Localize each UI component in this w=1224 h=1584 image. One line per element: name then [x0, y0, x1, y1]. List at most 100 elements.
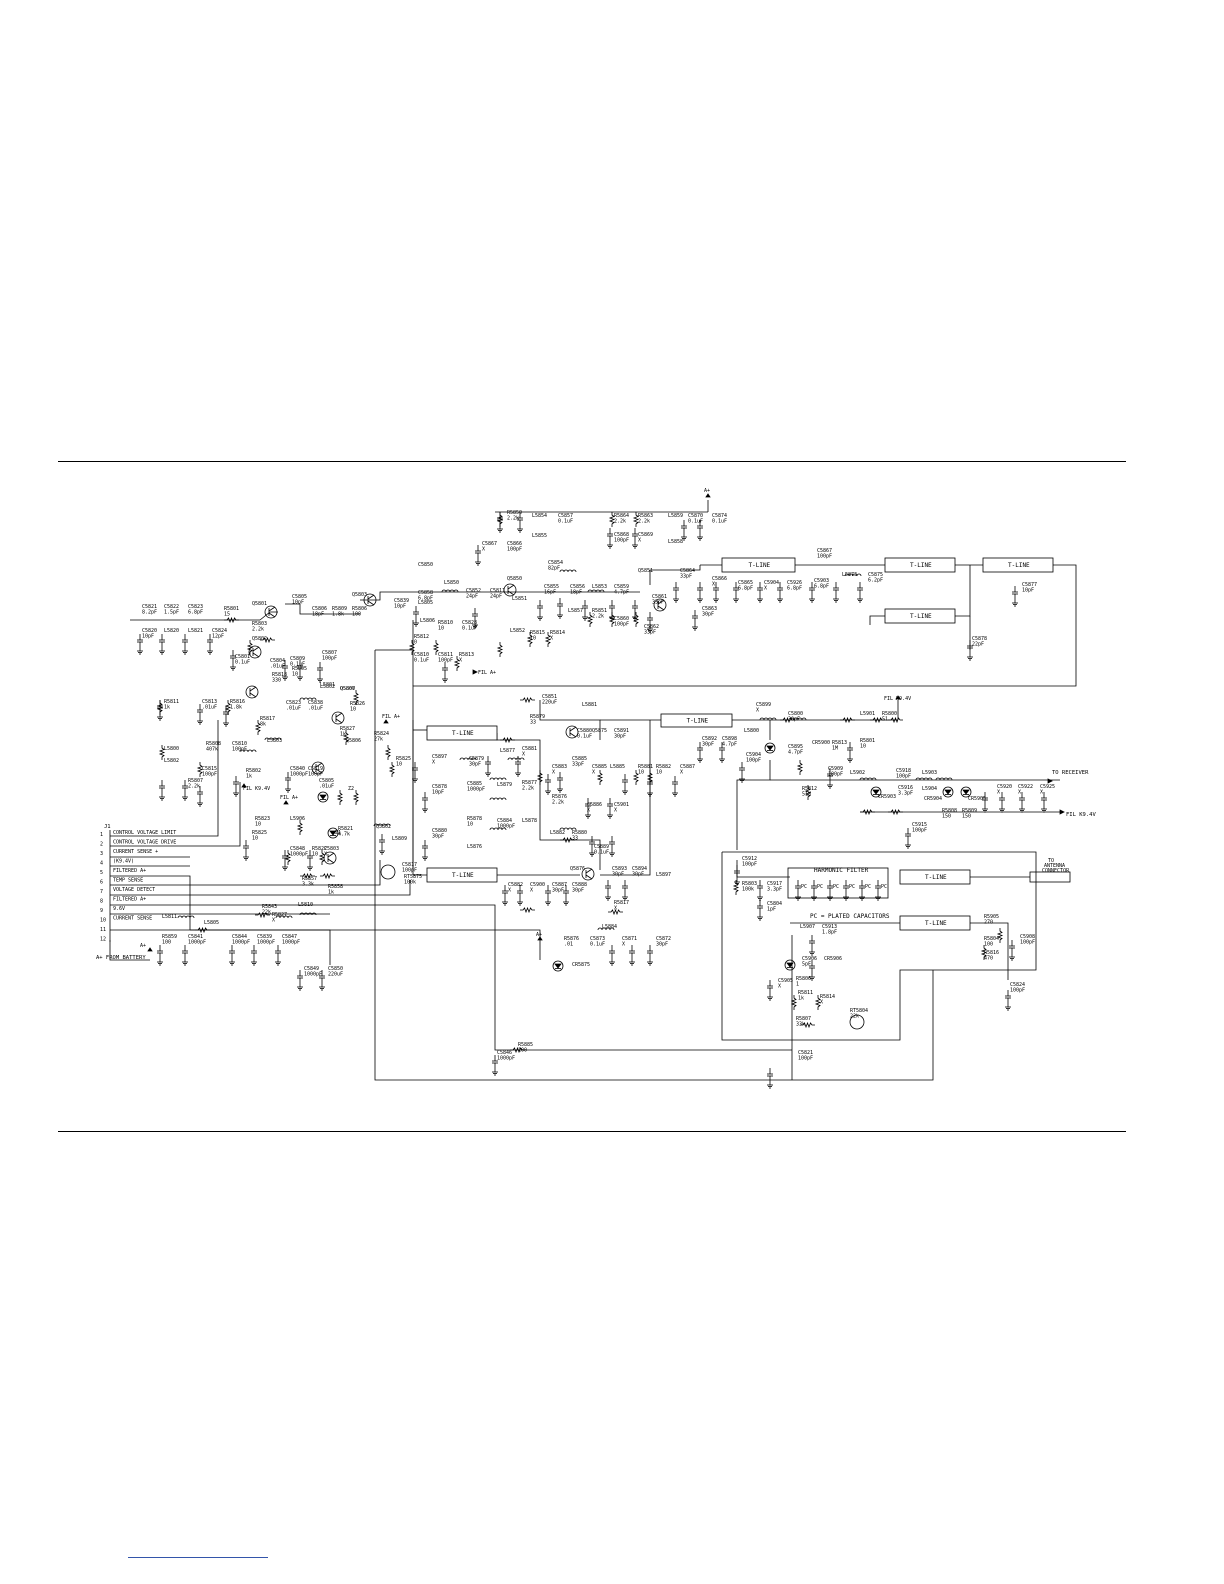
component-ref: C5858	[418, 590, 433, 596]
ground-symbol	[285, 786, 291, 793]
component-value: 10	[467, 822, 473, 828]
transistor-symbol	[248, 645, 262, 659]
capacitor-symbol	[809, 582, 815, 596]
wire	[285, 603, 360, 615]
component-value: 100pF	[507, 547, 522, 553]
component-ref: C5819	[308, 766, 323, 772]
component-ref: L5907	[800, 924, 815, 930]
component-ref: Q5800	[340, 686, 355, 692]
component-ref: L5904	[922, 786, 937, 792]
component-ref: C5846	[497, 1050, 512, 1056]
capacitor-symbol	[515, 756, 521, 770]
connector-signal: VOLTAGE DETECT	[113, 887, 155, 893]
inductor-symbol	[935, 777, 953, 781]
component-value: 100pF	[614, 622, 629, 628]
ground-symbol	[582, 614, 588, 621]
component-ref: R5864	[614, 513, 629, 519]
component-ref: C5810	[414, 652, 429, 658]
component-ref: C5875	[868, 572, 883, 578]
component-ref: R5857	[302, 876, 317, 882]
component-ref: R5858	[328, 884, 343, 890]
capacitor-symbol	[607, 798, 613, 812]
component-ref: C5828	[462, 620, 477, 626]
ground-symbol	[317, 676, 323, 683]
component-ref: L5876	[467, 844, 482, 850]
pc-label: PC	[865, 884, 871, 890]
component-ref: R5814	[820, 994, 835, 1000]
component-ref: R5880	[572, 830, 587, 836]
capacitor-symbol	[275, 945, 281, 959]
supply-arrow	[147, 947, 153, 952]
component-value: X	[482, 547, 485, 553]
wire	[110, 782, 241, 847]
component-ref: C5805	[319, 778, 334, 784]
component-ref: R5827	[340, 726, 355, 732]
component-value: 1000pF	[257, 940, 275, 946]
component-value: 51M	[802, 792, 811, 798]
wire	[259, 611, 278, 621]
component-ref: C5859	[614, 584, 629, 590]
transistor-symbol	[331, 711, 345, 725]
component-value: 22pF	[972, 642, 984, 648]
component-ref: C5900	[530, 882, 545, 888]
capacitor-symbol	[159, 780, 165, 794]
component-ref: C5868	[614, 532, 629, 538]
component-value: X	[764, 586, 767, 592]
capacitor-symbol	[982, 792, 988, 806]
component-value: 2.2k	[188, 784, 200, 790]
capacitor-symbol	[795, 880, 801, 894]
resistor-symbol	[510, 1046, 525, 1054]
wire	[110, 904, 792, 1051]
capacitor-symbol	[282, 660, 288, 674]
capacitor-symbol	[243, 840, 249, 854]
wire	[970, 922, 1009, 980]
connector-pin-1: 1	[100, 832, 103, 838]
component-ref: C5871	[622, 936, 637, 942]
component-value: X	[820, 1000, 823, 1006]
resistor-symbol	[224, 616, 239, 624]
resistor-symbol	[796, 760, 804, 775]
capacitor-symbol	[843, 880, 849, 894]
capacitor-symbol	[632, 528, 638, 542]
ground-symbol	[517, 899, 523, 906]
ground-symbol	[282, 864, 288, 871]
capacitor-symbol	[681, 520, 687, 534]
capacitor-symbol	[492, 1055, 498, 1069]
capacitor-symbol	[422, 840, 428, 854]
component-ref: L5882	[550, 830, 565, 836]
capacitor-symbol	[251, 945, 257, 959]
transistor-symbol	[503, 583, 517, 597]
inductor-symbol	[915, 777, 933, 781]
capacitor-symbol	[609, 945, 615, 959]
component-ref: Z2	[348, 786, 354, 792]
component-value: 100	[352, 612, 361, 618]
component-ref: L5903	[922, 770, 937, 776]
harmonic-filter-section-outline	[721, 851, 1037, 1041]
component-value: 1000pF	[232, 940, 250, 946]
wire	[110, 720, 219, 837]
component-ref: Q5851	[638, 568, 653, 574]
component-value: 100pF	[202, 772, 217, 778]
resistor-symbol	[814, 995, 822, 1010]
component-value: 10pF	[1022, 588, 1034, 594]
ground-symbol	[905, 842, 911, 849]
ground-symbol	[827, 782, 833, 789]
ground-symbol	[967, 654, 973, 661]
component-value: X	[530, 888, 533, 894]
component-ref: Q5802	[376, 824, 391, 830]
component-ref: C5901	[614, 802, 629, 808]
resistor-symbol	[608, 512, 616, 527]
ground-symbol	[982, 806, 988, 813]
component-value: 100k	[404, 880, 416, 886]
component-value: 2.2k	[522, 786, 534, 792]
ground-symbol	[739, 776, 745, 783]
resistor-symbol	[608, 908, 623, 916]
capacitor-symbol	[647, 612, 653, 626]
component-ref: C5809	[290, 656, 305, 662]
diode-symbol	[552, 960, 564, 972]
capacitor-symbol	[622, 880, 628, 894]
component-ref: C5823	[188, 604, 203, 610]
component-ref: RT5875	[404, 874, 422, 880]
component-ref: L5855	[532, 533, 547, 539]
ground-symbol	[485, 770, 491, 777]
